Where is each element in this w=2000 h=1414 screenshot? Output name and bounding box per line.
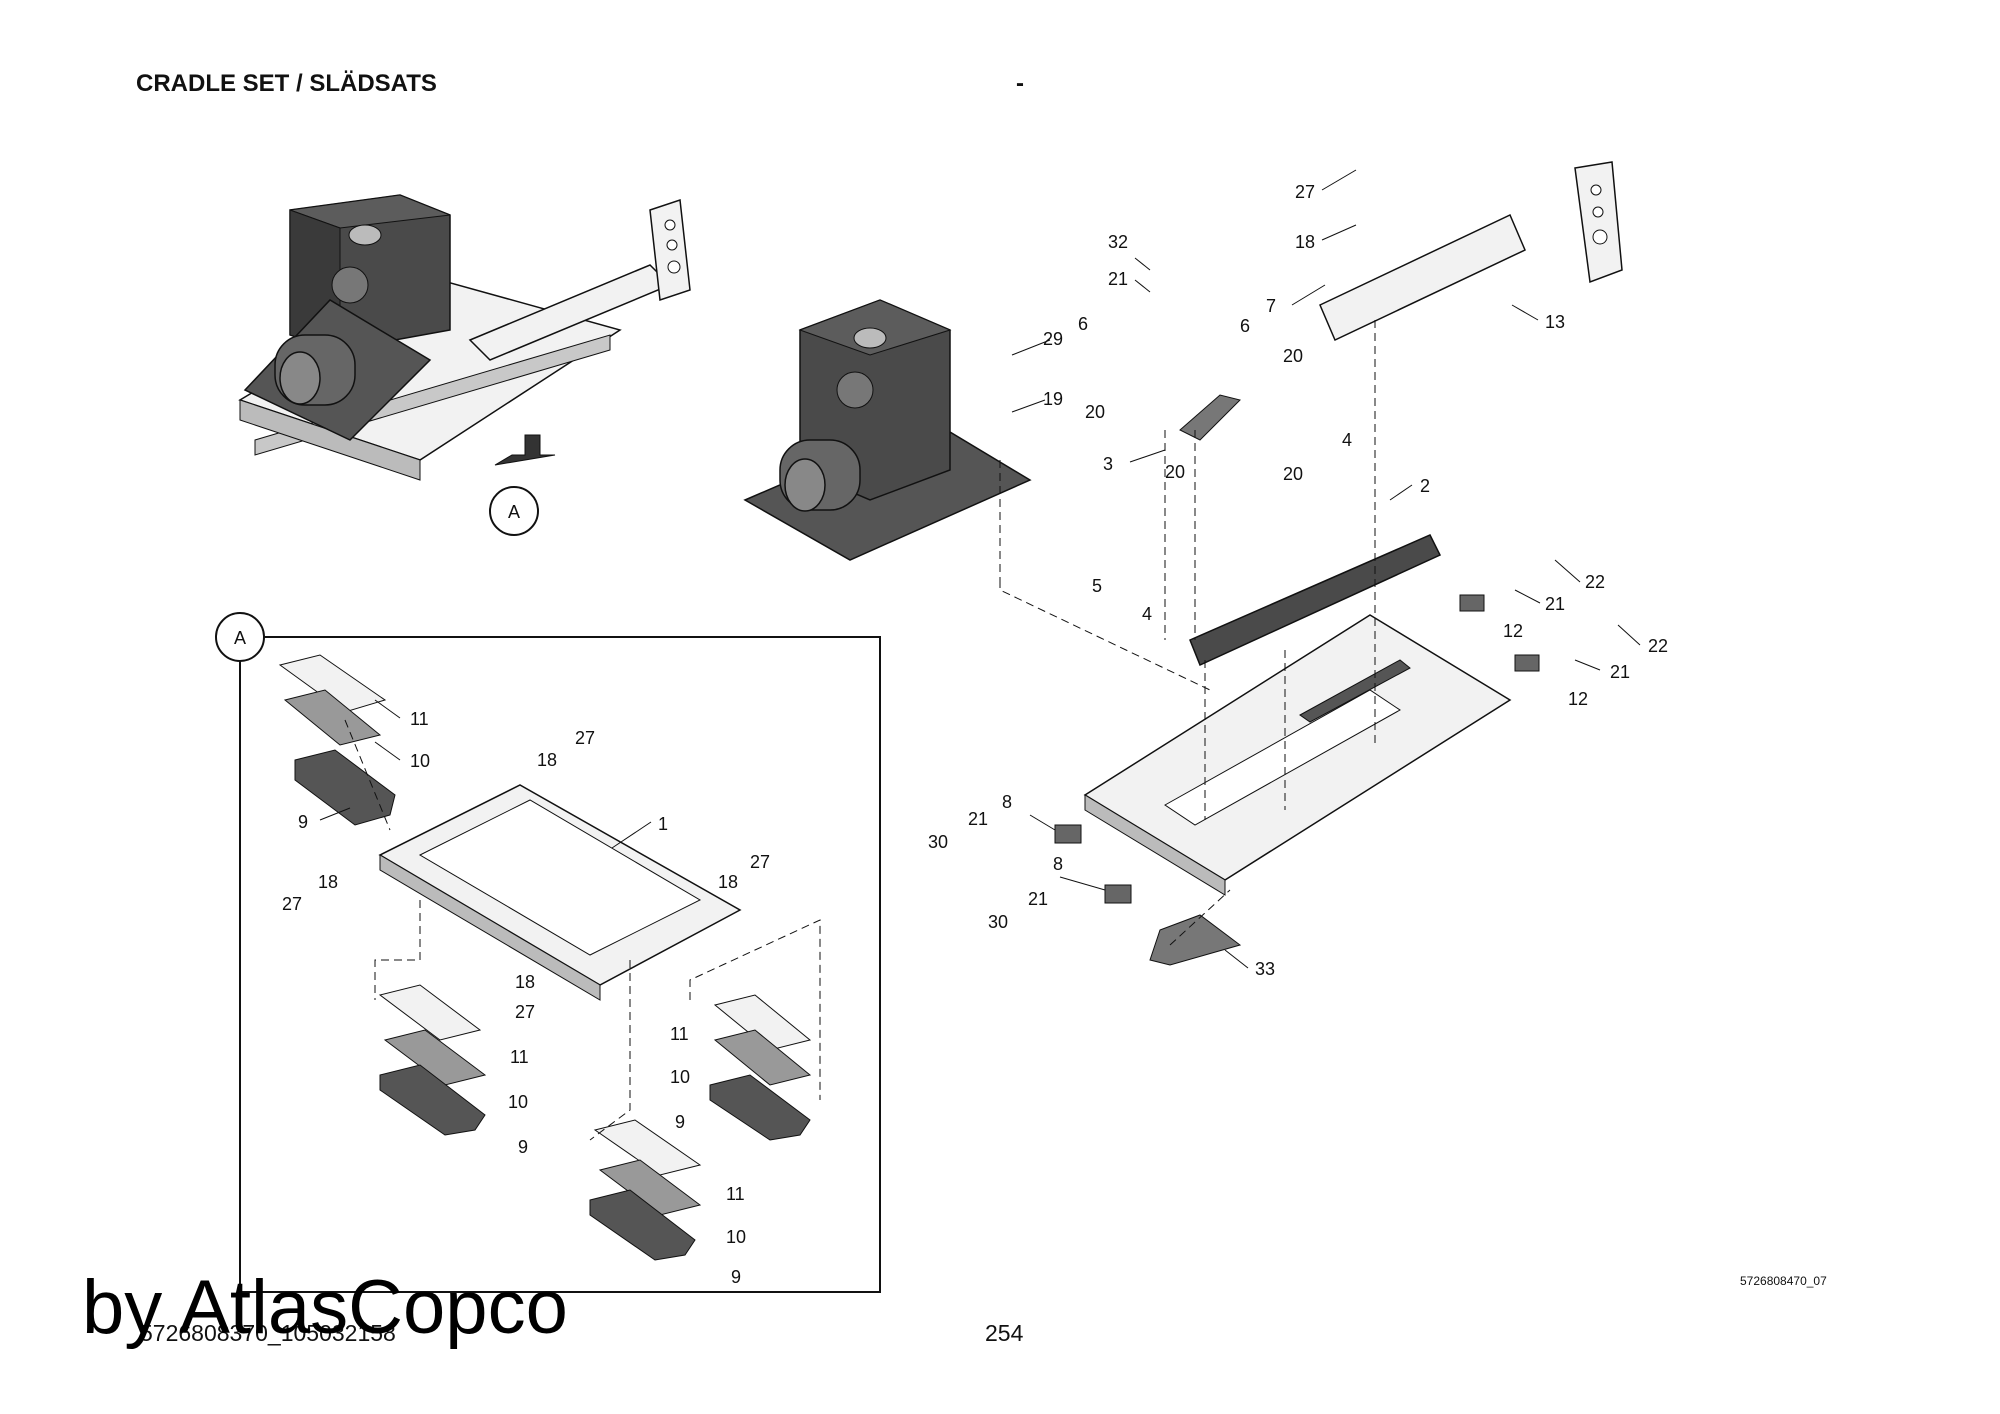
callout-main-2: 32 [1108,232,1128,252]
callout-detail-7: 18 [718,872,738,892]
page-title: CRADLE SET / SLÄDSATS [136,70,437,97]
footer-code: 5726808370_105032158 [140,1320,396,1346]
callout-main-10: 19 [1043,389,1063,409]
callout-main-21: 12 [1503,621,1523,641]
callout-main-4: 7 [1266,296,1276,316]
callout-detail-11: 27 [515,1002,535,1022]
callout-detail-16: 9 [518,1137,528,1157]
callout-main-25: 8 [1002,792,1012,812]
exploded-parts-right [1054,161,1623,966]
callout-main-17: 5 [1092,576,1102,596]
assembled-cradle-view [238,194,691,481]
callout-main-15: 20 [1283,464,1303,484]
detail-a-dashed-lines [344,719,821,1141]
callout-detail-8: 18 [318,872,338,892]
callout-detail-13: 10 [508,1092,528,1112]
callout-main-19: 22 [1585,572,1605,592]
callout-main-0: 27 [1295,182,1315,202]
gearbox-unit [743,299,1032,561]
callout-detail-10: 18 [515,972,535,992]
callout-detail-0: 11 [410,709,429,729]
callout-main-14: 20 [1165,462,1185,482]
callout-detail-17: 9 [675,1112,685,1132]
callout-main-27: 30 [928,832,948,852]
callout-detail-4: 18 [537,750,557,770]
page-number: 254 [985,1320,1024,1346]
detail-a-box [239,636,881,1293]
callout-detail-1: 10 [410,751,430,771]
callout-main-8: 6 [1240,316,1250,336]
callout-detail-14: 11 [670,1024,689,1044]
callout-main-5: 13 [1545,312,1565,332]
callout-detail-18: 11 [726,1184,745,1204]
callout-main-29: 21 [1028,889,1048,909]
callout-main-23: 21 [1610,662,1630,682]
callout-main-28: 8 [1053,854,1063,874]
callout-detail-20: 9 [731,1267,741,1287]
callout-main-3: 21 [1108,269,1128,289]
callout-main-20: 21 [1545,594,1565,614]
leader-lines [319,169,1641,969]
detail-a-label-box: A [234,628,246,648]
callout-detail-15: 10 [670,1067,690,1087]
callout-detail-12: 11 [510,1047,529,1067]
header-dash: - [1016,70,1024,97]
callouts-detail: 11 10 9 27 18 1 27 18 18 27 18 27 11 10 … [282,709,770,1287]
assembly-dashed-lines [999,320,1376,946]
callout-main-26: 21 [968,809,988,829]
callout-main-1: 18 [1295,232,1315,252]
callout-main-12: 3 [1103,454,1113,474]
detail-a-marker-top [489,486,539,536]
document-reference: 5726808470_07 [1740,1274,1827,1288]
callout-detail-5: 1 [658,814,668,834]
callout-main-6: 29 [1043,329,1063,349]
callout-main-31: 33 [1255,959,1275,979]
callout-main-18: 4 [1142,604,1152,624]
callout-main-7: 6 [1078,314,1088,334]
callouts-main: 27 18 32 21 7 13 29 6 6 20 19 20 3 4 20 … [928,182,1668,979]
detail-a-label-top: A [508,502,520,522]
callout-detail-2: 9 [298,812,308,832]
callout-main-22: 22 [1648,636,1668,656]
callout-detail-9: 27 [282,894,302,914]
callout-main-13: 4 [1342,430,1352,450]
callout-main-24: 12 [1568,689,1588,709]
callout-detail-6: 27 [750,852,770,872]
callout-detail-3: 27 [575,728,595,748]
callout-main-9: 20 [1283,346,1303,366]
brand-watermark: by AtlasCopco [82,1265,568,1350]
detail-a-parts [278,654,812,1261]
callout-main-11: 20 [1085,402,1105,422]
detail-a-marker-box [215,612,265,662]
callout-main-16: 2 [1420,476,1430,496]
callout-detail-19: 10 [726,1227,746,1247]
callout-main-30: 30 [988,912,1008,932]
